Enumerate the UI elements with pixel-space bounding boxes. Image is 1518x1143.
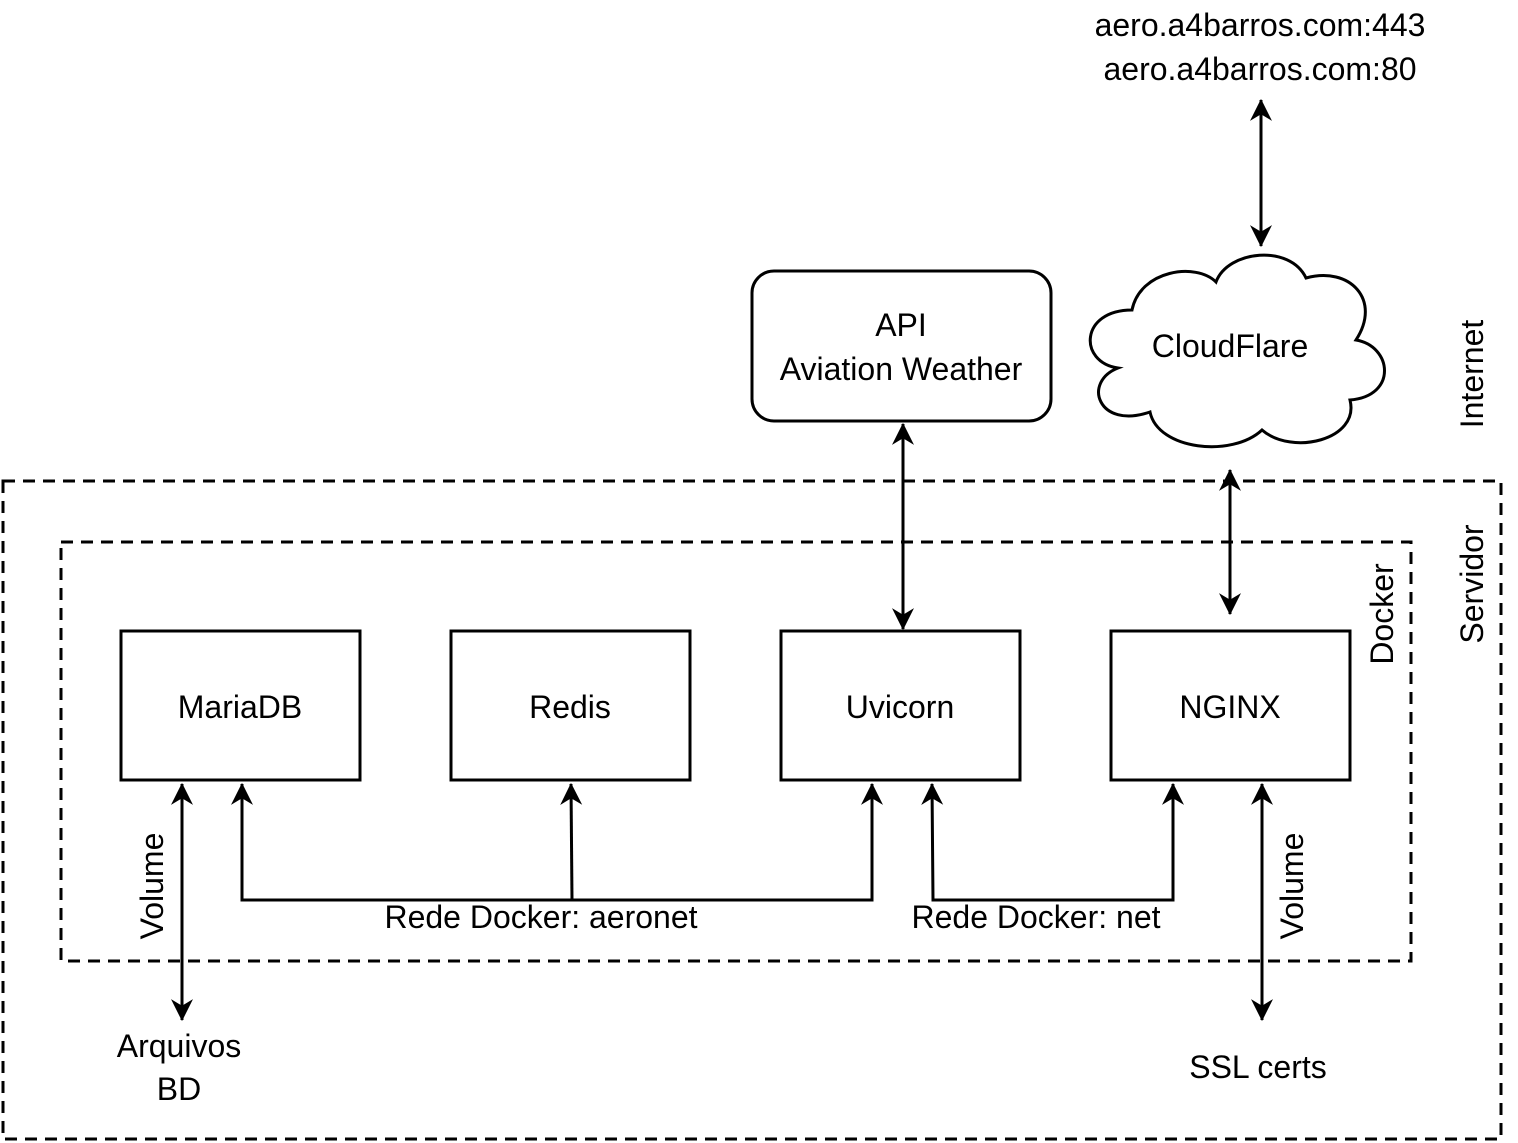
server-zone-frame [1, 479, 1503, 1141]
db-files-label-line1: Arquivos [117, 1028, 242, 1064]
ssl-certs-label: SSL certs [1189, 1049, 1327, 1085]
mariadb-label: MariaDB [178, 689, 302, 725]
db-files-label-line2: BD [157, 1071, 201, 1107]
uvicorn-label: Uvicorn [846, 689, 954, 725]
redis-box [449, 629, 692, 782]
server-zone-label: Servidor [1454, 524, 1490, 644]
internet-zone-label: Internet [1454, 320, 1490, 429]
net-network-label: Rede Docker: net [911, 899, 1160, 935]
docker-zone-frame [59, 540, 1413, 963]
cloudflare-cloud-shape [1088, 253, 1386, 449]
redis-label: Redis [529, 689, 611, 725]
aeronet-line-mariadb [231, 782, 883, 902]
volume-right-label: Volume [1274, 833, 1310, 940]
aeronet-network-label: Rede Docker: aeronet [384, 899, 697, 935]
cloudflare-label: CloudFlare [1152, 328, 1309, 364]
net-line-uvicorn-nginx [921, 782, 1184, 902]
mariadb-box [119, 629, 362, 782]
nginx-label: NGINX [1179, 689, 1280, 725]
docker-zone-label: Docker [1364, 563, 1400, 665]
uvicorn-box [779, 629, 1022, 782]
domain-443-label: aero.a4barros.com:443 [1095, 7, 1426, 43]
api-box-title: API [875, 307, 927, 343]
aeronet-line-redis [560, 782, 583, 901]
api-box-subtitle: Aviation Weather [780, 351, 1023, 387]
api-aviation-weather-box [750, 269, 1053, 423]
nginx-box [1109, 629, 1352, 782]
domain-80-label: aero.a4barros.com:80 [1103, 51, 1416, 87]
volume-left-label: Volume [134, 833, 170, 940]
